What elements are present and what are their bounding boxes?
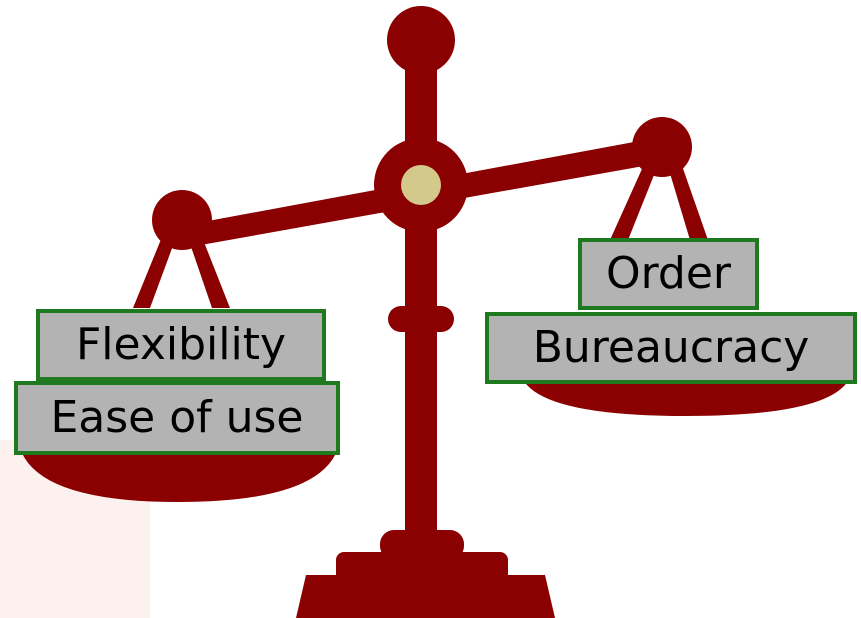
right-beam-end bbox=[632, 117, 692, 177]
base-middle bbox=[336, 552, 508, 582]
left-pan bbox=[18, 440, 340, 502]
left-pan-label-flexibility: Flexibility bbox=[36, 309, 326, 381]
left-hanger-right bbox=[186, 232, 230, 308]
pivot-pin bbox=[401, 165, 441, 205]
base-bottom bbox=[296, 575, 555, 618]
left-hanger-left bbox=[133, 232, 178, 308]
balance-scale bbox=[18, 6, 852, 618]
post-collar bbox=[388, 306, 454, 332]
right-pan-label-order: Order bbox=[578, 238, 759, 310]
right-pan-label-bureaucracy: Bureaucracy bbox=[485, 312, 857, 384]
right-hanger-left bbox=[610, 160, 660, 240]
center-post bbox=[405, 40, 437, 545]
left-pan-label-ease-of-use: Ease of use bbox=[14, 381, 340, 455]
right-hanger-right bbox=[666, 160, 708, 240]
